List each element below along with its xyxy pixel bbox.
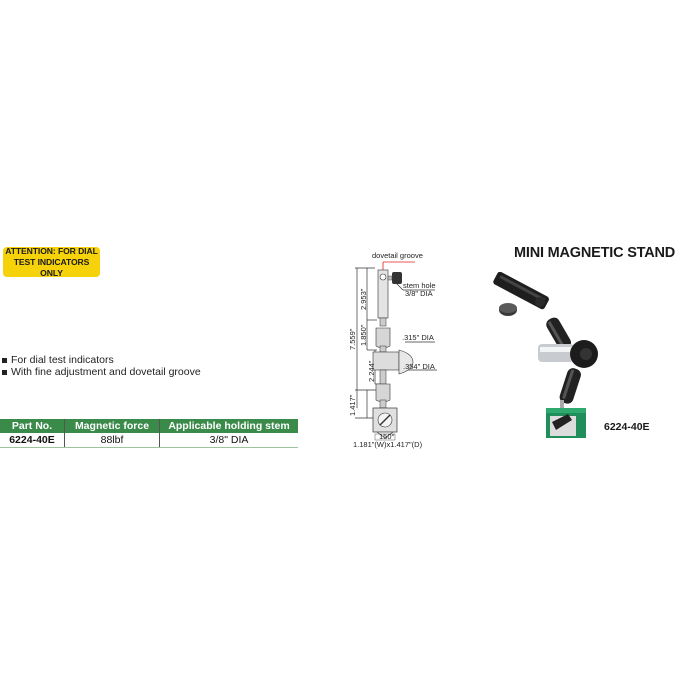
dim-total-label: 7.559"	[348, 328, 357, 350]
stem-hole-dia-label: 3/8" DIA	[405, 289, 433, 298]
table-row: 6224-40E 88lbf 3/8" DIA	[0, 433, 298, 448]
dia-315-label: .315" DIA	[402, 333, 434, 342]
dovetail-groove-label: dovetail groove	[372, 251, 423, 260]
dim-base-label: 1.417"	[348, 394, 357, 416]
magnetic-stand-photo	[493, 272, 598, 438]
stand-drawing-icon	[355, 261, 437, 441]
spec-table-header: Part No. Magnetic force Applicable holdi…	[0, 419, 298, 433]
bullet-icon	[2, 357, 7, 363]
cell-part-no: 6224-40E	[0, 433, 65, 448]
bullet-icon	[2, 369, 7, 375]
feature-text: With fine adjustment and dovetail groove	[11, 366, 201, 378]
feature-list: For dial test indicators With fine adjus…	[2, 354, 201, 378]
dim-upper-label: 2.953"	[359, 288, 368, 310]
dim-mid-label: 1.850"	[359, 324, 368, 346]
dim-lower-label: 2.244"	[367, 360, 376, 382]
cell-holding-stem: 3/8" DIA	[159, 433, 298, 448]
header-magnetic-force: Magnetic force	[64, 419, 160, 433]
product-title: MINI MAGNETIC STAND	[514, 245, 676, 261]
header-holding-stem: Applicable holding stem	[159, 419, 298, 433]
attention-line-1: ATTENTION: FOR DIAL	[5, 245, 98, 256]
feature-text: For dial test indicators	[11, 354, 114, 366]
model-number-label: 6224-40E	[604, 421, 650, 433]
cell-magnetic-force: 88lbf	[64, 433, 160, 448]
stem-hole-label: stem hole	[403, 281, 436, 290]
attention-badge: ATTENTION: FOR DIAL TEST INDICATORS ONLY	[3, 245, 100, 278]
header-part-no: Part No.	[0, 419, 65, 433]
spec-table: Part No. Magnetic force Applicable holdi…	[0, 419, 298, 448]
base-size-label: 1.181"(W)x1.417"(D)	[353, 440, 423, 449]
dimension-diagram: dovetail groove stem hole 3/8" DIA .315"…	[345, 250, 445, 455]
angle-label: 150°	[379, 432, 395, 441]
dia-354-label: .354" DIA	[403, 362, 435, 371]
feature-item: For dial test indicators	[2, 354, 201, 366]
feature-item: With fine adjustment and dovetail groove	[2, 366, 201, 378]
attention-line-2: TEST INDICATORS ONLY	[13, 256, 90, 278]
